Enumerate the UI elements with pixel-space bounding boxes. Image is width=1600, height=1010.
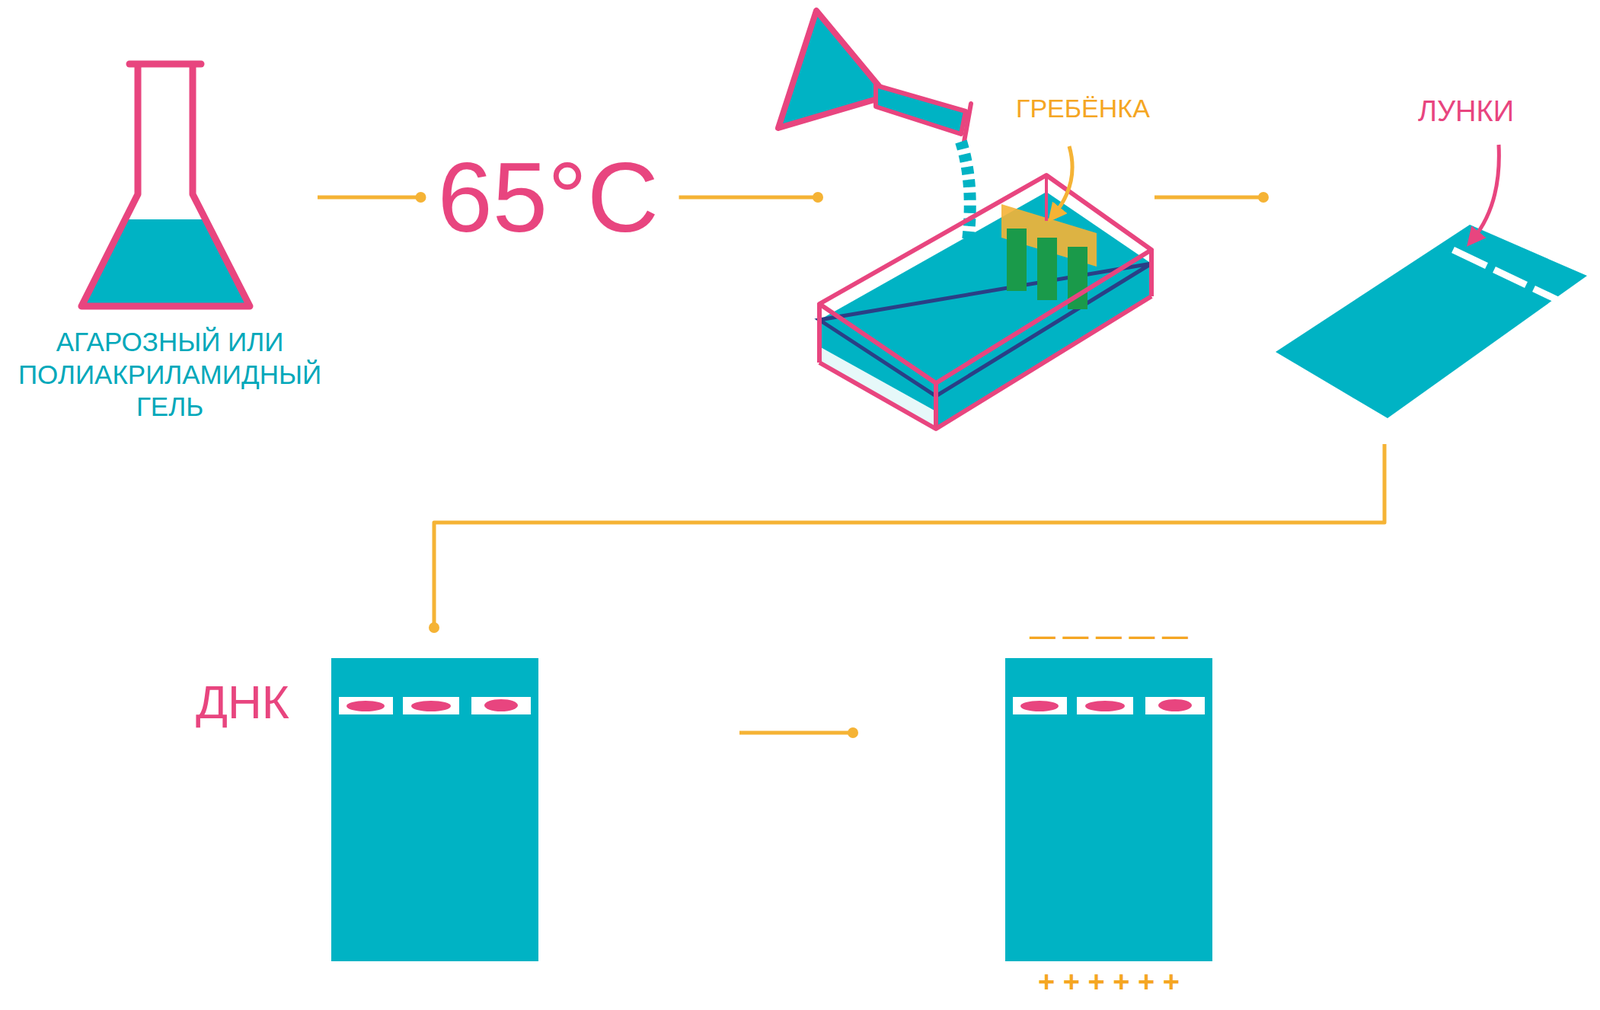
slab-node: ЛУНКИ: [1275, 224, 1588, 419]
flow-connector: [679, 195, 819, 200]
node-label: ГРЕБЁНКА: [1015, 92, 1150, 125]
connector-end-dot: [1258, 191, 1269, 203]
funnel: [778, 10, 971, 258]
gel-in-field: [1005, 657, 1213, 962]
flask-node: АГАРОЗНЫЙ ИЛИ ПОЛИАКРИЛАМИДНЫЙ ГЕЛЬ: [81, 60, 251, 307]
flask: [81, 63, 250, 307]
connector-end-dot: [847, 727, 859, 738]
gel-slab: [1275, 144, 1588, 419]
node-label: ДНК: [195, 673, 290, 732]
node-label: — — — — —: [1005, 619, 1213, 652]
connector-end-dot: [812, 191, 824, 203]
gel-node: ДНК: [331, 657, 539, 962]
connector-end-dot: [415, 191, 427, 203]
gel-node: — — — — —+ + + + + +: [1005, 657, 1213, 962]
gel-with-dna: [331, 657, 539, 962]
node-label: ЛУНКИ: [1417, 93, 1514, 129]
gel-tray: [819, 146, 1152, 429]
node-label: 65°C: [437, 145, 660, 250]
flow-connector: [739, 731, 853, 735]
node-label: АГАРОЗНЫЙ ИЛИ ПОЛИАКРИЛАМИДНЫЙ ГЕЛЬ: [6, 325, 334, 424]
flow-connector: [434, 443, 1385, 628]
flow-connector: [317, 195, 422, 200]
tray-node: ГРЕБЁНКА: [816, 173, 1153, 429]
flow-connector: [1154, 195, 1264, 200]
node-label: + + + + + +: [1005, 964, 1213, 1000]
connector-end-dot: [428, 622, 440, 633]
temperature-node: 65°C: [434, 143, 663, 252]
